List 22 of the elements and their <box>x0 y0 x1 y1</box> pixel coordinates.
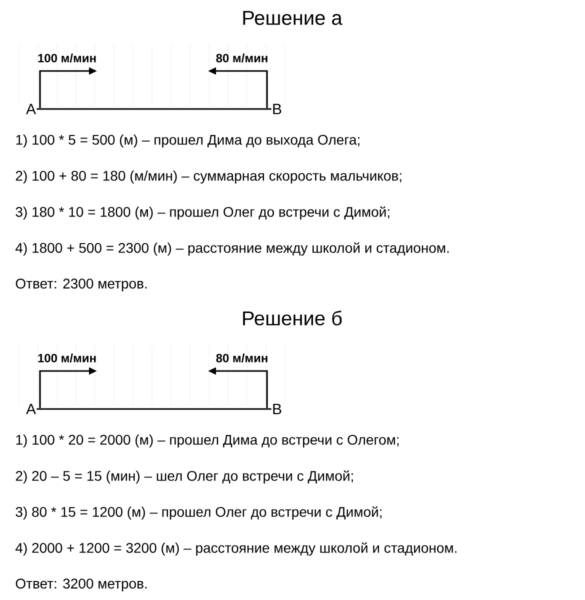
solution-step: 3) 180 * 10 = 1800 (м) – прошел Олег до встречи с Димой; <box>16 206 390 220</box>
solution-step: 1) 100 * 5 = 500 (м) – прошел Дима до выхода Олега; <box>16 134 360 148</box>
speed-label: 80 м/мин <box>216 354 268 362</box>
route-line <box>36 408 272 410</box>
solution-step: 2) 100 + 80 = 180 (м/мин) – суммарная скорость мальчиков; <box>16 170 402 184</box>
speed-label: 100 м/мин <box>38 54 96 62</box>
speed-label: 80 м/мин <box>216 54 268 62</box>
solution-step: 4) 2000 + 1200 = 3200 (м) – расстояние между школой и стадионом. <box>16 542 456 556</box>
heading: Решение б <box>243 310 342 326</box>
point-label: A <box>26 404 36 414</box>
solution-step: 2) 20 – 5 = 15 (мин) – шел Олег до встречи с Димой; <box>16 470 353 484</box>
solution-step: Ответ: 3200 метров. <box>16 578 147 592</box>
heading: Решение а <box>243 11 342 25</box>
speed-label: 100 м/мин <box>38 354 96 362</box>
point-label: B <box>273 404 282 414</box>
point-label: B <box>273 104 282 114</box>
solution-step: 4) 1800 + 500 = 2300 (м) – расстояние между школой и стадионом. <box>16 242 449 256</box>
solution-step: Ответ: 2300 метров. <box>16 278 147 292</box>
solution-step: 1) 100 * 20 = 2000 (м) – прошел Дима до встречи с Олегом; <box>16 434 399 448</box>
point-label: A <box>26 104 36 114</box>
route-line <box>36 108 272 110</box>
solution-step: 3) 80 * 15 = 1200 (м) – прошел Олег до встречи с Димой; <box>16 506 382 520</box>
